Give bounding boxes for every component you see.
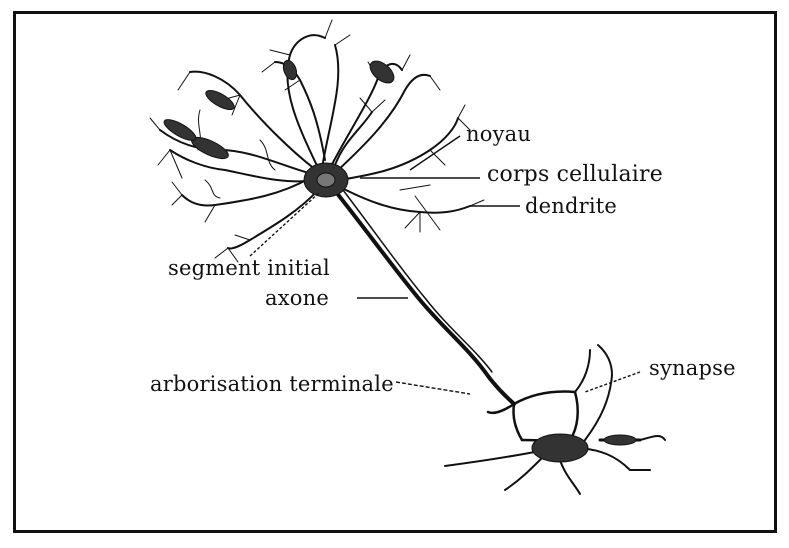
label-noyau: noyau bbox=[466, 122, 531, 146]
label-synapse: synapse bbox=[649, 356, 736, 380]
postsynaptic-soma bbox=[532, 434, 588, 462]
label-corps-cellulaire: corps cellulaire bbox=[487, 163, 663, 187]
label-dendrite: dendrite bbox=[525, 194, 617, 218]
postsynaptic-neuron bbox=[445, 345, 665, 494]
label-segment-initial: segment initial bbox=[168, 256, 330, 280]
label-arborisation-terminale: arborisation terminale bbox=[150, 372, 394, 396]
label-axone: axone bbox=[265, 286, 329, 310]
terminal-arborization bbox=[488, 392, 578, 441]
